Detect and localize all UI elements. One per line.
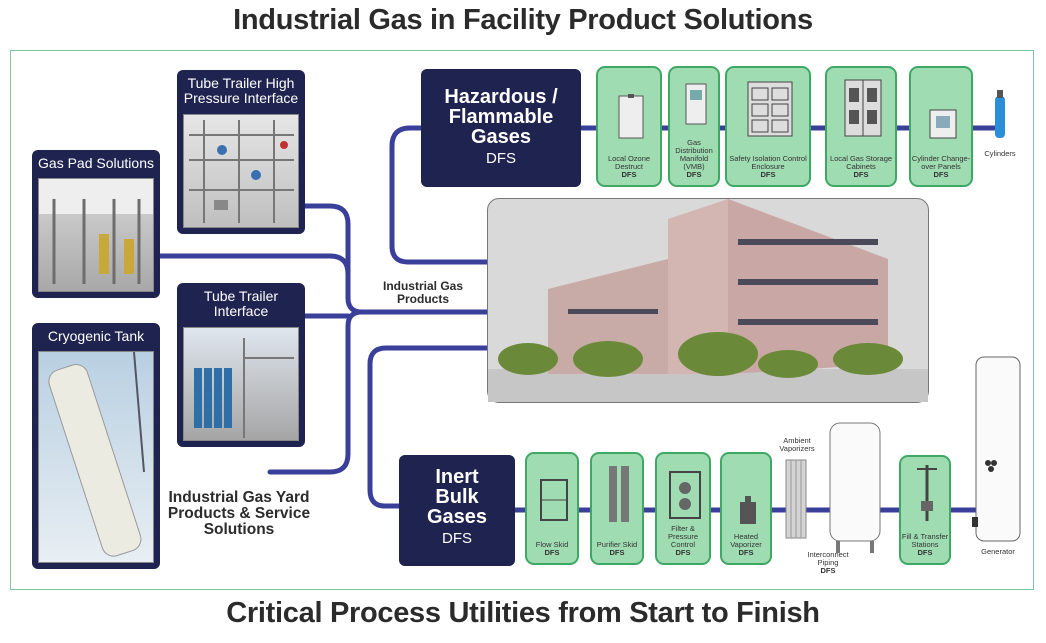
yard-products-label: Industrial Gas Yard Products & Service S…: [167, 489, 311, 538]
item-tag: DFS: [853, 170, 869, 179]
item-label: Local Gas Storage Cabinets: [829, 154, 893, 171]
ambient-vaporizer-icon: [785, 459, 807, 539]
tube-trailer-photo: [183, 327, 299, 441]
bulk-tank-icon: [829, 422, 881, 553]
interconnect-label-text: Interconnect Piping: [807, 550, 849, 567]
line-hazardous: [389, 125, 571, 265]
line-cryogenic: [267, 309, 365, 475]
item-label: Local Ozone Destruct: [607, 154, 651, 171]
cylinder-icon: [995, 90, 1005, 138]
item-label: Fill & Transfer Stations: [901, 532, 949, 549]
hazardous-title: Hazardous / Flammable Gases: [444, 86, 558, 148]
item-tag: DFS: [933, 170, 949, 179]
gas-pad-photo: [38, 178, 154, 292]
item-label: Cylinder Change-over Panels: [911, 154, 971, 171]
item-tag: DFS: [675, 548, 691, 557]
panel-tube-trailer-high-pressure: Tube Trailer High Pressure Interface: [177, 70, 305, 234]
ambient-vaporizers-label: Ambient Vaporizers: [779, 436, 815, 453]
panel-label: Cryogenic Tank: [47, 328, 145, 344]
panel-cryogenic-tank: Cryogenic Tank: [32, 323, 160, 569]
diagram-frame: [10, 50, 1034, 590]
item-tag: DFS: [686, 170, 702, 179]
panel-label: Tube Trailer Interface: [203, 288, 279, 319]
item-label: Flow Skid: [535, 540, 569, 549]
line-inert-up: [367, 345, 571, 509]
page-title: Industrial Gas in Facility Product Solut…: [233, 4, 813, 36]
high-pressure-interface-photo: [183, 114, 299, 228]
generator-label: Generator: [981, 547, 1015, 556]
item-tag: DFS: [544, 548, 560, 557]
inert-dfs: DFS: [442, 530, 472, 547]
item-label: Gas Distribution Manifold (VMB): [675, 138, 713, 171]
industrial-gas-products-label: Industrial Gas Products: [382, 279, 464, 306]
generator-icon: [972, 356, 1021, 542]
line-gas-pad: [152, 253, 351, 277]
panel-tube-trailer-interface: Tube Trailer Interface: [177, 283, 305, 447]
inert-bulk-gases-box: Inert Bulk Gases DFS: [399, 455, 515, 566]
hazardous-dfs: DFS: [486, 150, 516, 167]
panel-label: Gas Pad Solutions: [38, 155, 154, 171]
cylinders-label: Cylinders: [984, 149, 1016, 158]
hazardous-gases-box: Hazardous / Flammable Gases DFS: [421, 69, 581, 187]
item-label: Purifier Skid: [596, 540, 638, 549]
interconnect-tag: DFS: [820, 566, 836, 575]
item-tag: DFS: [621, 170, 637, 179]
item-label: Heated Vaporizer: [730, 532, 762, 549]
item-tag: DFS: [738, 548, 754, 557]
page-footer-title: Critical Process Utilities from Start to…: [226, 597, 820, 629]
cryogenic-tank-photo: [38, 351, 154, 563]
item-tag: DFS: [760, 170, 776, 179]
item-tag: DFS: [609, 548, 625, 557]
panel-gas-pad: Gas Pad Solutions: [32, 150, 160, 298]
inert-title: Inert Bulk Gases: [426, 466, 488, 528]
item-tag: DFS: [917, 548, 933, 557]
facility-building-image: [487, 198, 929, 403]
item-label: Safety Isolation Control Enclosure: [729, 154, 807, 171]
hazardous-item-gas-distribution: Gas Distribution Manifold (VMB)DFS: [668, 66, 720, 187]
panel-label: Tube Trailer High Pressure Interface: [183, 75, 299, 106]
item-label: Filter & Pressure Control: [667, 524, 698, 549]
